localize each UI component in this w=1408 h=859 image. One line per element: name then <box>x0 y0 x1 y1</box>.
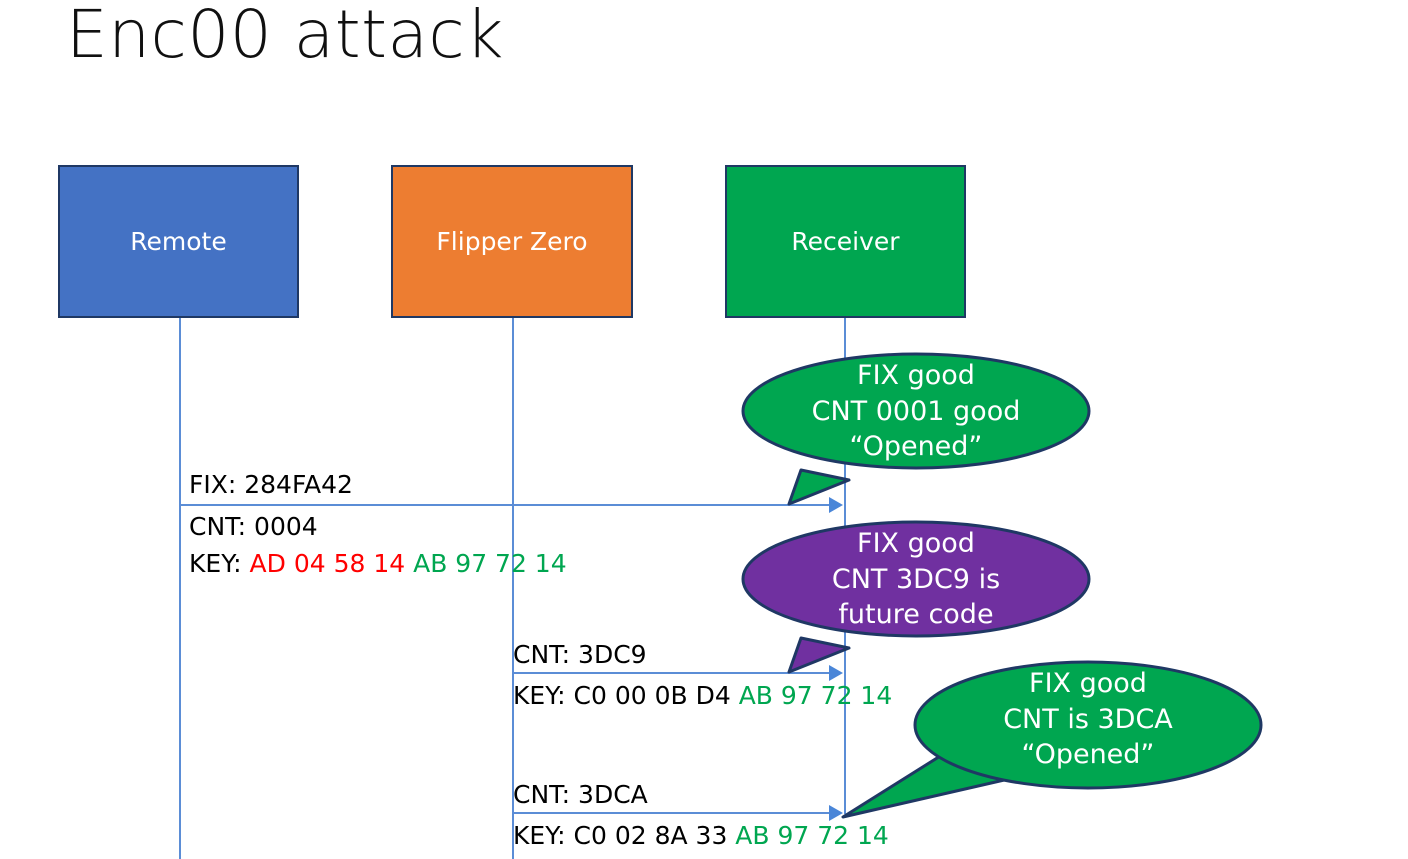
arrow-head-icon-1 <box>829 497 843 513</box>
actor-box-receiver[interactable]: Receiver <box>725 165 966 318</box>
message-3-cnt-label: CNT: 3DCA <box>513 780 648 809</box>
speech-bubble-tail-2 <box>787 636 851 674</box>
message-2-cnt-label: CNT: 3DC9 <box>513 640 647 669</box>
message-arrow-line-1 <box>179 504 831 506</box>
message-3-key-part1: C0 02 8A 33 <box>573 821 736 850</box>
speech-bubble-3[interactable] <box>841 660 1265 830</box>
actor-label-receiver: Receiver <box>791 227 900 256</box>
actor-box-flipper-zero[interactable]: Flipper Zero <box>391 165 633 318</box>
message-arrow-line-2 <box>512 672 831 674</box>
arrow-head-icon-2 <box>829 665 843 681</box>
message-2-key-label: KEY: C0 00 0B D4 AB 97 72 14 <box>513 681 892 712</box>
speech-bubble-2[interactable] <box>741 520 1093 680</box>
message-1-cnt-label: CNT: 0004 <box>189 512 318 541</box>
message-1-key-prefix: KEY: <box>189 549 250 578</box>
page-title: Enc00 attack <box>66 0 504 73</box>
message-3-key-label: KEY: C0 02 8A 33 AB 97 72 14 <box>513 821 889 852</box>
message-2-key-part1: C0 00 0B D4 <box>573 681 739 710</box>
lifeline-flipper-zero <box>512 318 514 859</box>
message-1-key-part2: AB 97 72 14 <box>413 549 567 578</box>
lifeline-remote <box>179 318 181 859</box>
message-1-key-label: KEY: AD 04 58 14 AB 97 72 14 <box>189 549 567 580</box>
speech-bubble-tail-1 <box>787 468 851 506</box>
speech-bubble-body-3 <box>913 660 1263 790</box>
actor-label-remote: Remote <box>130 227 227 256</box>
arrow-head-icon-3 <box>829 805 843 821</box>
message-1-fix-label: FIX: 284FA42 <box>189 470 353 499</box>
message-3-key-part2: AB 97 72 14 <box>735 821 889 850</box>
message-2-key-prefix: KEY: <box>513 681 574 710</box>
actor-box-remote[interactable]: Remote <box>58 165 299 318</box>
message-3-key-prefix: KEY: <box>513 821 574 850</box>
message-2-key-part2: AB 97 72 14 <box>738 681 893 710</box>
message-1-key-part1: AD 04 58 14 <box>249 549 414 578</box>
message-arrow-line-3 <box>512 812 831 814</box>
speech-bubble-1[interactable] <box>741 352 1093 512</box>
speech-bubble-body-1 <box>741 352 1091 470</box>
speech-bubble-body-2 <box>741 520 1091 638</box>
actor-label-flipper-zero: Flipper Zero <box>436 227 588 256</box>
